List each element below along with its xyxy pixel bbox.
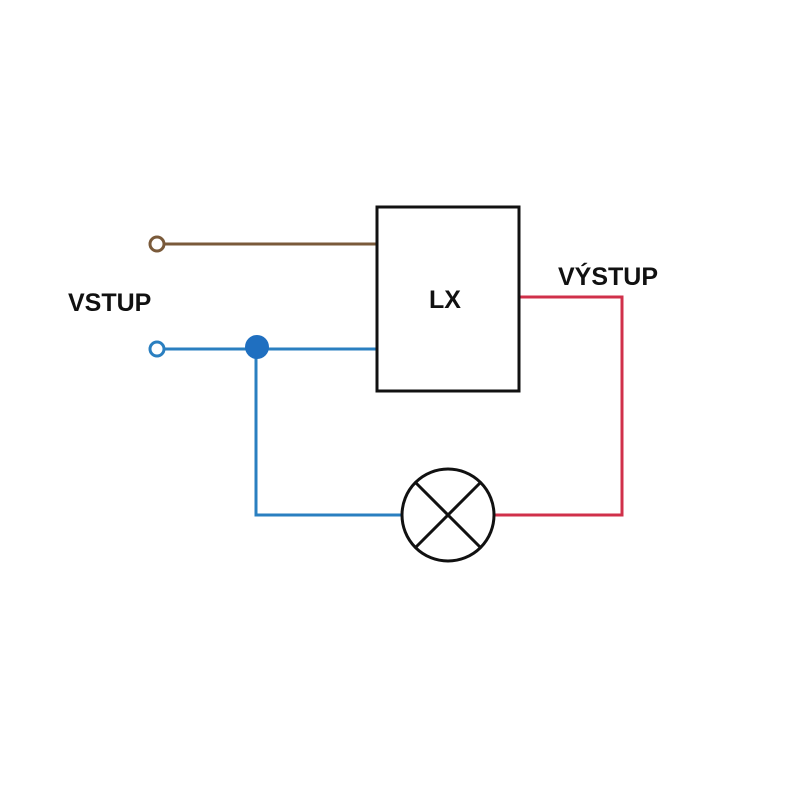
module-label: LX (429, 286, 461, 314)
output-label: VÝSTUP (558, 261, 658, 291)
neutral-input-terminal (148, 340, 166, 358)
input-label: VSTUP (68, 289, 151, 317)
junction-dot (245, 335, 269, 359)
lamp-icon (400, 467, 496, 563)
output-wire (494, 295, 624, 517)
neutral-lamp-wire (254, 349, 403, 517)
lx-module (375, 205, 521, 393)
live-input-terminal (148, 235, 166, 253)
